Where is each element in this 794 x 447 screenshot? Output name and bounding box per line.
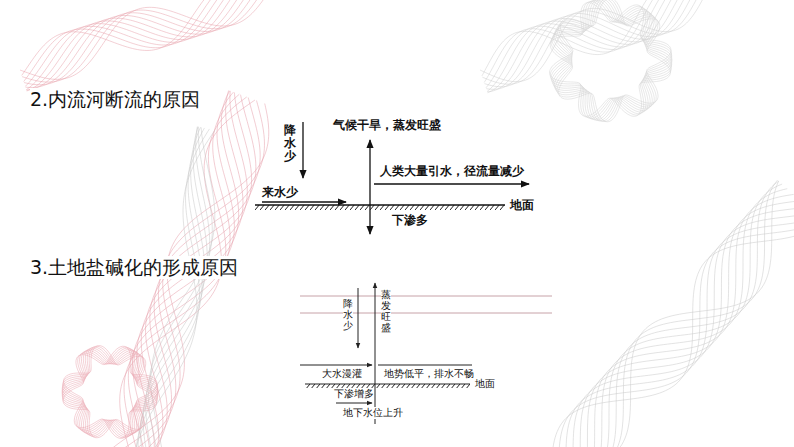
swirl [62, 346, 158, 439]
ribbon-strand [143, 127, 207, 447]
ribbon-strand [487, 0, 716, 91]
ribbon-strand [560, 181, 779, 447]
ground-label: 地面 [475, 378, 495, 390]
ribbon-strand [566, 217, 794, 447]
ribbon-strand [486, 0, 718, 88]
section-heading: 3.土地盐碱化的形成原因 [30, 256, 238, 279]
ground-hatch [305, 384, 470, 388]
ribbon-strand [26, 0, 263, 90]
swirl-strand [63, 346, 157, 438]
boundary-line [300, 296, 552, 297]
ribbon-strand [572, 212, 794, 447]
cause-label: 降水少 [343, 298, 353, 331]
ribbon-strand [482, 0, 713, 84]
arrow-right [336, 403, 372, 404]
ribbon-strand [24, 0, 267, 82]
swirl-strand [550, 3, 671, 122]
swirl-strand [552, 1, 672, 122]
ribbon-strand [581, 201, 794, 447]
cause-label: 降水少 [284, 124, 296, 164]
arrow-right [300, 365, 372, 366]
swirl [550, 0, 672, 122]
ribbon-strand [22, 0, 268, 82]
arrow-up [375, 283, 376, 424]
ribbon-strand [22, 0, 269, 75]
boundary-line [300, 313, 552, 314]
ribbon-strand [578, 184, 782, 447]
cause-label: 人类大量引水，径流量减少 [380, 164, 524, 178]
swirl-strand [62, 348, 157, 436]
ribbon-strand [27, 0, 264, 91]
cause-label: 大水漫灌 [322, 368, 362, 380]
ribbon-strand [552, 220, 794, 447]
ribbon-strand [20, 0, 270, 79]
ribbon-strand [25, 0, 264, 87]
ribbon-strand [487, 0, 713, 92]
ribbon [480, 0, 723, 93]
arrow-up [369, 140, 370, 186]
swirl-strand [63, 347, 158, 437]
cause-label: 气候干旱，蒸发旺盛 [333, 118, 441, 132]
swirl-strand [551, 2, 671, 122]
ribbon [552, 180, 794, 447]
ribbon-strand [26, 0, 263, 90]
cause-label: 下渗增多 [334, 388, 374, 400]
arrow-right [262, 201, 346, 202]
swirl-strand [63, 346, 157, 438]
ribbon-strand [151, 127, 215, 447]
ribbon-strand [573, 181, 778, 447]
ribbon-strand [578, 207, 794, 447]
arrow-down [358, 288, 359, 348]
flat-line [378, 365, 472, 366]
section-heading: 2.内流河断流的原因 [30, 88, 200, 111]
ribbon-strand [482, 0, 723, 76]
ground-label: 地面 [510, 198, 534, 212]
result-label: 地下水位上升 [343, 407, 403, 419]
ground-line [255, 204, 505, 205]
ribbon-strand [581, 189, 787, 447]
ground-hatch [255, 205, 505, 210]
arrow-down [302, 122, 303, 178]
cause-label: 下渗多 [392, 213, 428, 227]
swirl-strand [62, 349, 158, 435]
cause-label: 地势低平，排水不畅 [384, 368, 474, 380]
ribbon-strand [486, 0, 712, 89]
arrow-right [374, 183, 529, 184]
ribbon-strand [25, 0, 264, 86]
cause-label: 来水少 [262, 185, 298, 199]
ribbon [20, 0, 270, 91]
swirl-strand [64, 346, 157, 439]
swirl-strand [62, 349, 158, 435]
swirl-strand [62, 348, 157, 436]
cause-label: 蒸发旺盛 [381, 289, 391, 333]
swirl-strand [63, 347, 158, 437]
ribbon-strand [559, 219, 794, 447]
ribbon-strand [148, 127, 212, 447]
ground-line [305, 384, 470, 385]
ribbon-strand [582, 194, 793, 447]
ribbon-strand [488, 0, 714, 93]
ribbon-strand [24, 0, 266, 85]
